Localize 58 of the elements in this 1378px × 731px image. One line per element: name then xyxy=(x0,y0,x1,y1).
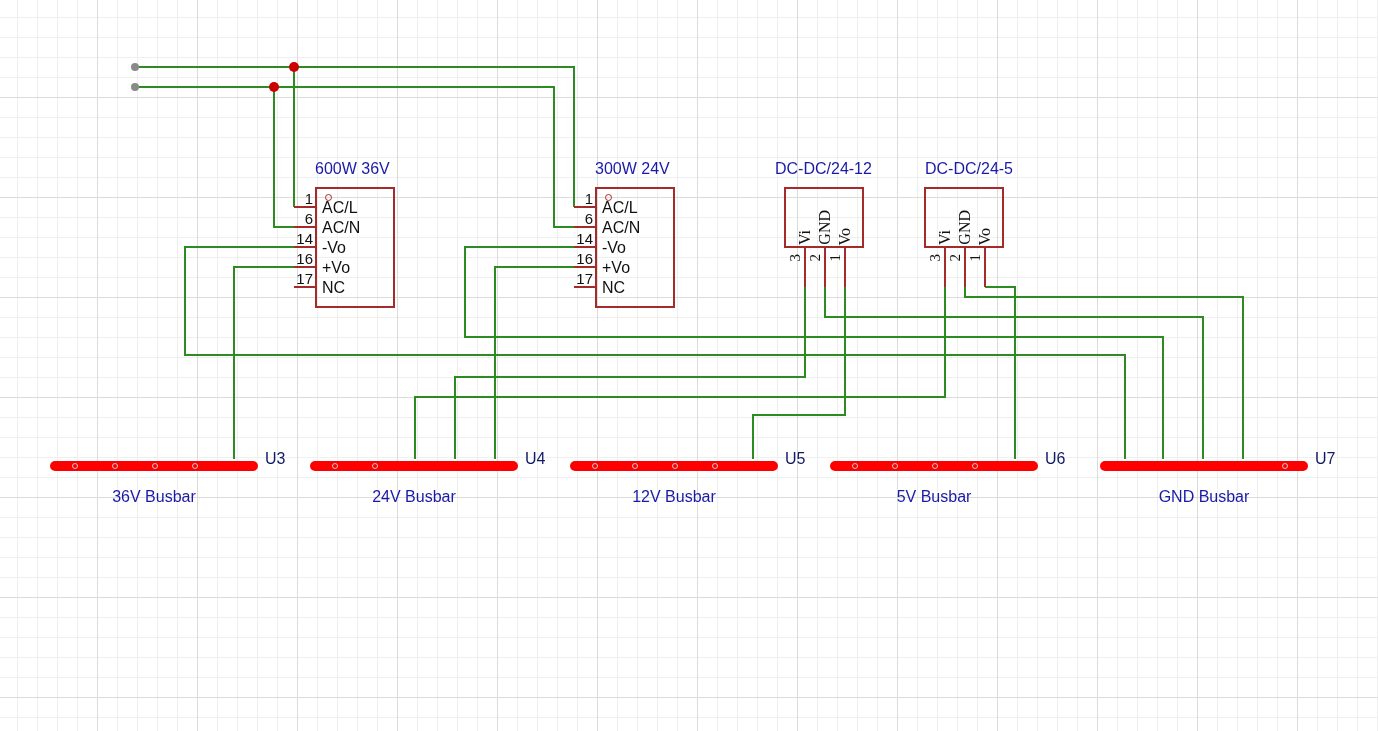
pin-number: 1 xyxy=(304,191,313,206)
pin-number: 3 xyxy=(928,254,943,262)
busbar-label: GND Busbar xyxy=(1157,488,1251,506)
busbar-label: 12V Busbar xyxy=(631,488,717,506)
pin-name: GND xyxy=(817,210,833,245)
pin-name: Vo xyxy=(977,227,993,245)
wire xyxy=(494,266,575,460)
pin-name: -Vo xyxy=(322,240,346,256)
pin-name: +Vo xyxy=(322,260,351,276)
busbar-label: 36V Busbar xyxy=(111,488,197,506)
component-label: 300W 24V xyxy=(595,160,670,178)
pin-name: NC xyxy=(322,280,346,296)
pin-number: 14 xyxy=(296,231,313,246)
pin-number: 17 xyxy=(576,271,593,286)
pin-name: GND xyxy=(957,210,973,245)
pin-number: 6 xyxy=(304,211,313,226)
wire xyxy=(233,266,295,460)
pin-name: Vi xyxy=(797,229,813,245)
component-label: U6 xyxy=(1045,451,1066,467)
component-label: 600W 36V xyxy=(315,160,390,178)
pin-name: AC/N xyxy=(322,220,361,236)
pin-name: -Vo xyxy=(602,240,626,256)
component-label: U3 xyxy=(265,451,286,467)
wire-terminal xyxy=(131,83,139,91)
wire xyxy=(414,286,946,460)
component-label: DC-DC/24-12 xyxy=(775,160,872,178)
pin-name: Vo xyxy=(837,227,853,245)
wire xyxy=(824,286,1204,460)
pin-number: 1 xyxy=(828,254,843,262)
pin-name: AC/L xyxy=(322,200,358,216)
pin-name: AC/L xyxy=(602,200,638,216)
wire xyxy=(752,286,846,460)
pin-number: 2 xyxy=(948,254,963,262)
wire-terminal xyxy=(131,63,139,71)
pin-number: 1 xyxy=(584,191,593,206)
wire xyxy=(464,246,1164,460)
wire xyxy=(184,246,1126,460)
component-label: U5 xyxy=(785,451,806,467)
pin-number: 1 xyxy=(968,254,983,262)
component-label: DC-DC/24-5 xyxy=(925,160,1013,178)
pin-number: 3 xyxy=(788,254,803,262)
busbar-label: 24V Busbar xyxy=(371,488,457,506)
pin-number: 6 xyxy=(584,211,593,226)
wire xyxy=(454,286,806,460)
pin-name: AC/N xyxy=(602,220,641,236)
component-label: U7 xyxy=(1315,451,1336,467)
pin-name: Vi xyxy=(937,229,953,245)
wire xyxy=(964,286,1244,460)
component-label: U4 xyxy=(525,451,546,467)
pin-number: 16 xyxy=(296,251,313,266)
pin-number: 14 xyxy=(576,231,593,246)
pin-name: +Vo xyxy=(602,260,631,276)
pin-number: 2 xyxy=(808,254,823,262)
wire xyxy=(984,286,1016,460)
pin-number: 17 xyxy=(296,271,313,286)
pin-number: 16 xyxy=(576,251,593,266)
pin-name: NC xyxy=(602,280,626,296)
busbar-label: 5V Busbar xyxy=(895,488,973,506)
